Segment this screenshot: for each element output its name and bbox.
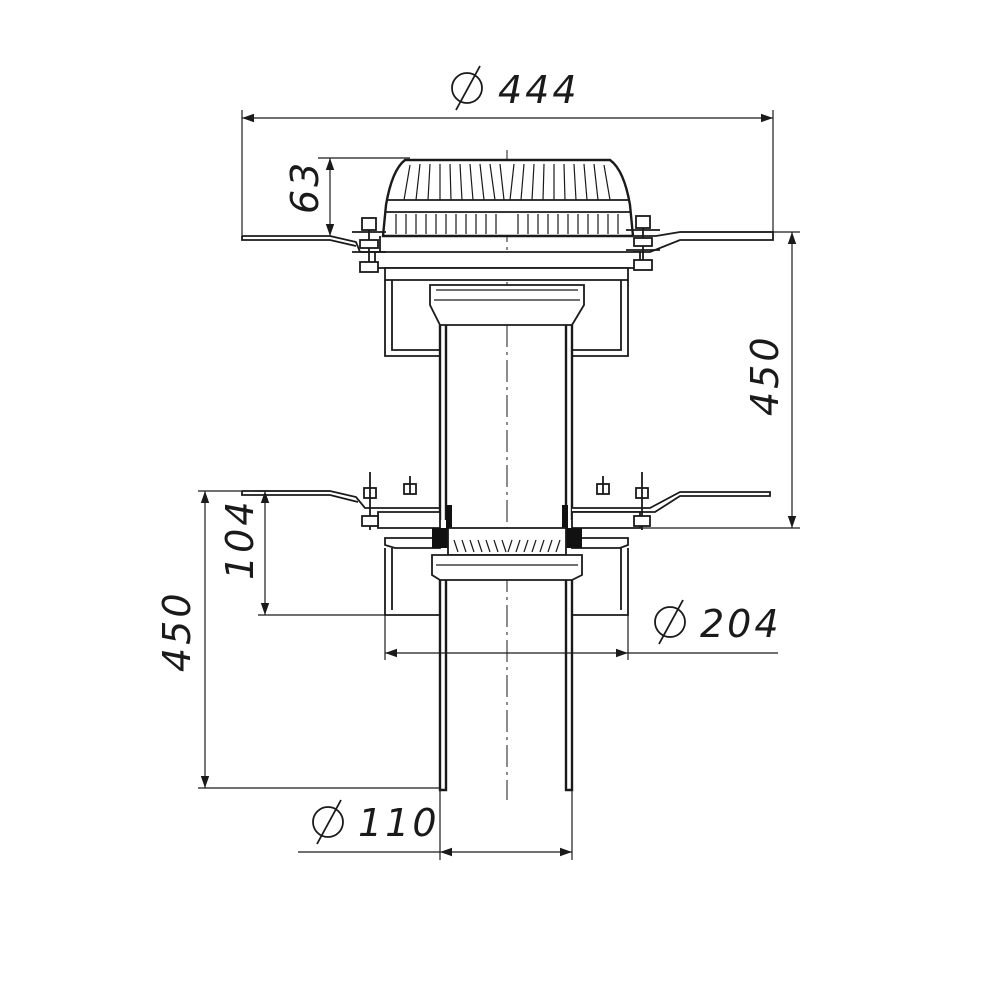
dimension-444-label: 444 [498, 68, 580, 112]
dome-grate [381, 158, 635, 238]
dimension-110-label: 110 [358, 801, 440, 845]
diameter-symbol-icon [451, 65, 483, 111]
dimension-63: 63 [283, 157, 410, 236]
upper-flange [241, 215, 774, 281]
lower-bolt-right [596, 472, 651, 530]
sealing-rings [432, 505, 582, 548]
lower-bolt-left [361, 472, 417, 530]
dimension-110: 110 [298, 790, 573, 860]
dimension-204: 204 [384, 599, 782, 660]
upper-bolt-right [626, 215, 660, 271]
dimension-104: 104 [218, 490, 385, 616]
dimension-444: 444 [241, 65, 774, 236]
diameter-symbol-icon [312, 799, 344, 845]
dimension-63-label: 63 [283, 160, 327, 214]
dimension-450-lower-label: 450 [155, 590, 199, 672]
dimension-450-upper-label: 450 [743, 334, 787, 416]
diameter-symbol-icon [654, 599, 686, 645]
lower-pipe [438, 580, 574, 792]
dimension-450-upper: 450 [640, 231, 800, 529]
upper-pipe [438, 325, 574, 520]
lower-strainer [431, 527, 583, 581]
dimension-104-label: 104 [218, 498, 262, 580]
upper-bolt-left [352, 217, 386, 273]
dimension-204-label: 204 [700, 602, 782, 646]
dimension-450-lower: 450 [155, 490, 440, 789]
grate-ribs [395, 163, 619, 234]
